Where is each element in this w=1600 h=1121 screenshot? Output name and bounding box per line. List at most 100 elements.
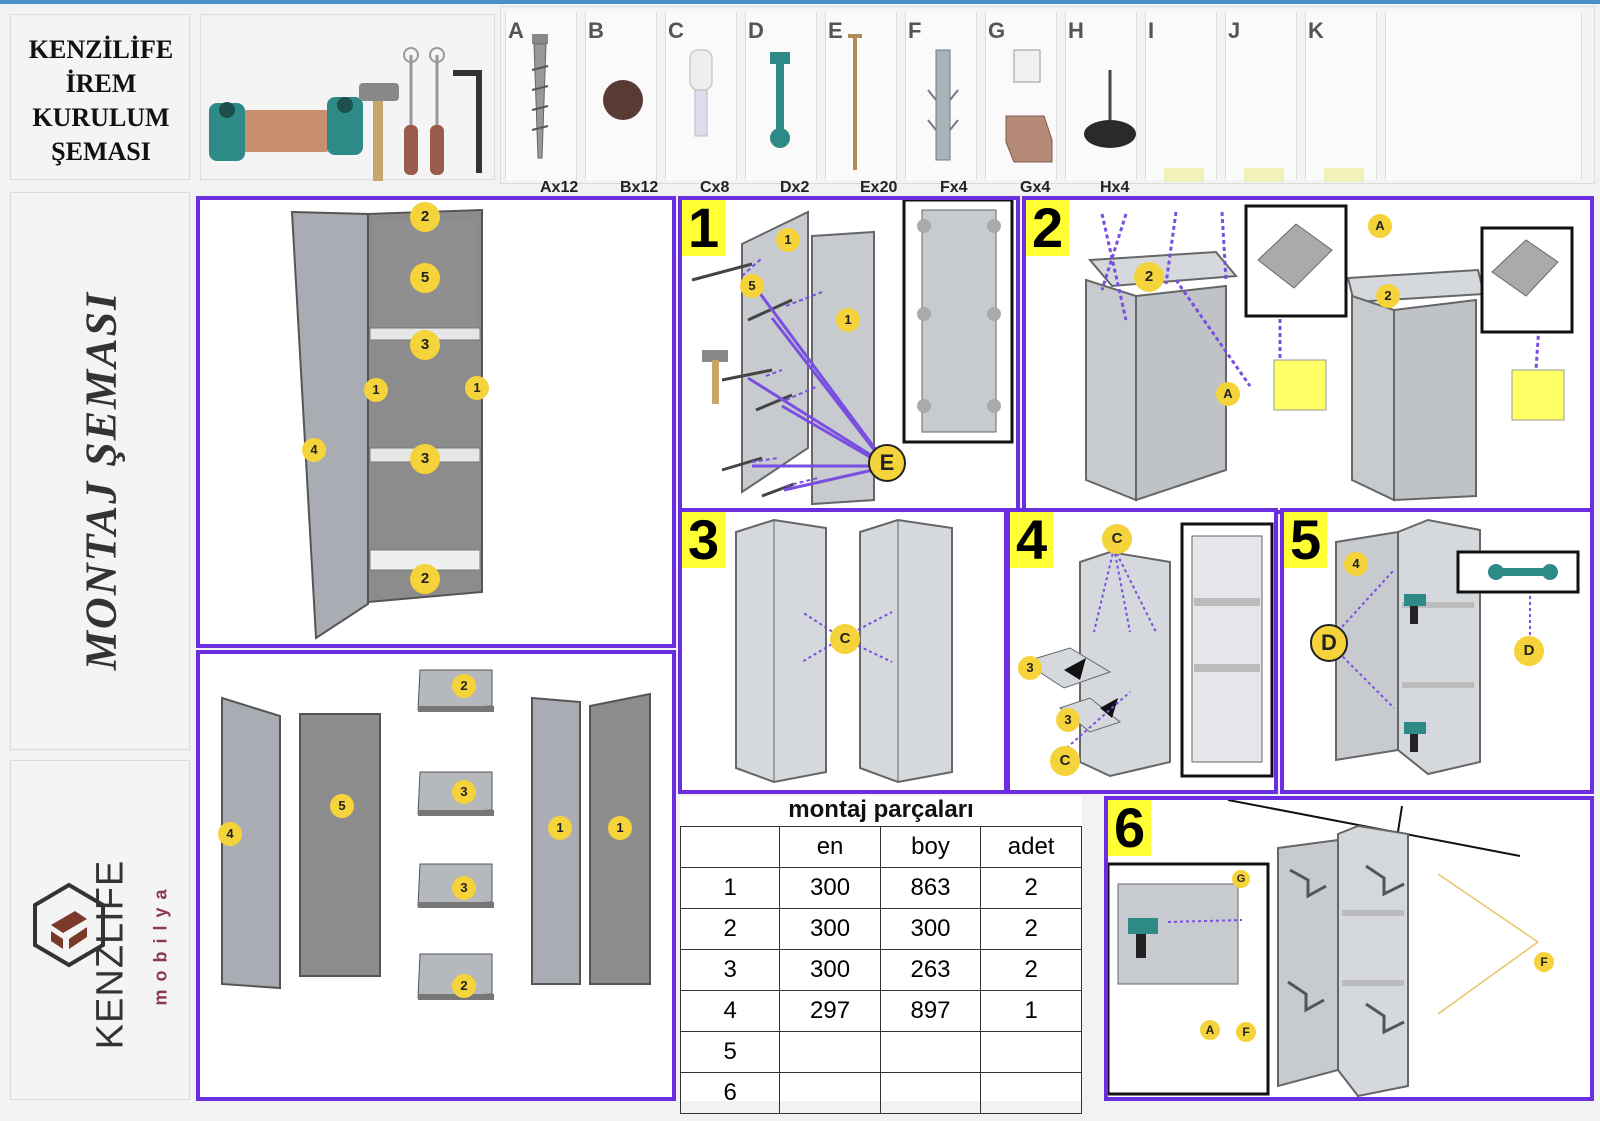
step1-callout-1a: 1 [776, 228, 800, 252]
step2-callout-A-a: A [1216, 382, 1240, 406]
step5-callout-D-left: D [1310, 624, 1348, 662]
hardware-letter: K [1308, 18, 1324, 43]
shelf-pin-icon [680, 30, 720, 175]
step-4-label: 4 [1010, 512, 1054, 568]
step4-callout-3b: 3 [1056, 708, 1080, 732]
table-row: 3 300 263 2 [679, 949, 1082, 991]
cap-icon [600, 30, 646, 175]
assembled-cabinet-drawing [290, 208, 483, 640]
table-cell: 2 [980, 908, 1082, 950]
step-2-hand-detail-a [1273, 359, 1327, 411]
table-cell: 300 [879, 908, 982, 950]
callout-3-upper: 3 [410, 330, 440, 360]
table-cell [879, 1072, 982, 1114]
step-4-drawing [1022, 522, 1274, 778]
step1-callout-1b: 1 [836, 308, 860, 332]
hardware-qty [1164, 168, 1204, 182]
hardware-qty [1244, 168, 1284, 182]
table-cell: 300 [779, 908, 881, 950]
hammer-icon [359, 83, 399, 181]
screw-icon [520, 30, 560, 175]
table-cell: 263 [879, 949, 982, 991]
hardware-letter: I [1148, 18, 1155, 43]
table-cell: 2 [679, 908, 781, 950]
step-2-hand-detail-b [1511, 369, 1565, 421]
hardware-qty: Ex20 [860, 179, 898, 196]
callout-2-bottom: 2 [410, 564, 440, 594]
step-2-drawing [1085, 204, 1574, 502]
hardware-item-d: D Dx2 [745, 12, 817, 196]
table-header-cell: adet [980, 826, 1082, 868]
hinge-icon [760, 30, 800, 175]
step3-callout-C: C [830, 624, 860, 654]
step-5-drawing [1329, 518, 1580, 776]
wall-plug-icon [920, 30, 966, 175]
parts-table-title: montaj parçaları [788, 796, 974, 823]
table-cell: 300 [779, 949, 881, 991]
hardware-letter: J [1228, 18, 1241, 43]
hammer-icon [702, 350, 728, 404]
table-row: 1 300 863 2 [679, 867, 1082, 909]
hardware-qty [1324, 168, 1364, 182]
step4-callout-C-bottom: C [1050, 746, 1080, 776]
hardware-qty: Ax12 [540, 179, 579, 196]
step2-callout-2b: 2 [1376, 284, 1400, 308]
bracket-icon [1000, 30, 1060, 175]
step-5-frame: 5 4 D D [1280, 508, 1594, 794]
top-accent-line [0, 0, 1600, 4]
hardware-qty: Fx4 [940, 179, 968, 196]
step4-callout-C-top: C [1102, 524, 1132, 554]
title-line-2: İREM [65, 69, 137, 98]
table-cell [980, 1072, 1082, 1114]
step5-callout-4: 4 [1344, 552, 1368, 576]
hardware-qty: Gx4 [1020, 179, 1051, 196]
table-cell: 2 [980, 949, 1082, 991]
parts-callout-3-a: 3 [452, 780, 476, 804]
step-5-label: 5 [1284, 512, 1328, 568]
step6-callout-F-inset: F [1236, 1022, 1256, 1042]
title-block: KENZİLİFE İREM KURULUM ŞEMASI [10, 14, 190, 180]
step2-callout-2a: 2 [1134, 262, 1164, 292]
step-3-frame: 3 C [678, 508, 1008, 794]
step-6-frame: 6 G A F F [1104, 796, 1594, 1101]
table-cell: 897 [879, 990, 982, 1032]
hardware-item-i: I [1145, 12, 1217, 182]
parts-layout-drawing [221, 669, 651, 1000]
step5-callout-D-right: D [1514, 636, 1544, 666]
table-header-cell [679, 826, 781, 868]
brand-logo-icon [33, 882, 105, 968]
step6-callout-G: G [1232, 870, 1250, 888]
hardware-qty: Cx8 [700, 179, 730, 196]
table-header-row: en boy adet [679, 826, 1082, 868]
parts-layout-frame: 4 5 2 3 3 2 1 1 [196, 650, 676, 1101]
callout-4-door: 4 [302, 438, 326, 462]
drill-icon [1128, 918, 1158, 958]
step-6-drawing [1108, 800, 1539, 1097]
step-1-frame: 1 1 5 1 E [678, 196, 1020, 514]
step1-callout-5: 5 [740, 274, 764, 298]
step-4-frame: 4 C 3 3 C [1006, 508, 1278, 794]
tools-illustration [209, 47, 482, 181]
hardware-item-k: K [1305, 12, 1377, 182]
nail-icon [840, 30, 870, 175]
brand-name: KENZLIFE [89, 859, 132, 1050]
parts-callout-5: 5 [330, 794, 354, 818]
title-line-1: KENZİLİFE [28, 35, 174, 64]
title-line-3: KURULUM [32, 103, 170, 132]
callout-2-top: 2 [410, 202, 440, 232]
callout-1-right: 1 [465, 376, 489, 400]
table-row: 4 297 897 1 [679, 990, 1082, 1032]
hardware-qty: Dx2 [780, 179, 810, 196]
hardware-letter: D [748, 18, 764, 43]
table-cell [779, 1072, 881, 1114]
table-cell [879, 1031, 982, 1073]
parts-callout-1-b: 1 [608, 816, 632, 840]
hardware-qty: Hx4 [1100, 179, 1130, 196]
table-row: 2 300 300 2 [679, 908, 1082, 950]
step6-callout-A: A [1200, 1020, 1220, 1040]
hardware-letter: C [668, 18, 684, 43]
table-cell: 863 [879, 867, 982, 909]
